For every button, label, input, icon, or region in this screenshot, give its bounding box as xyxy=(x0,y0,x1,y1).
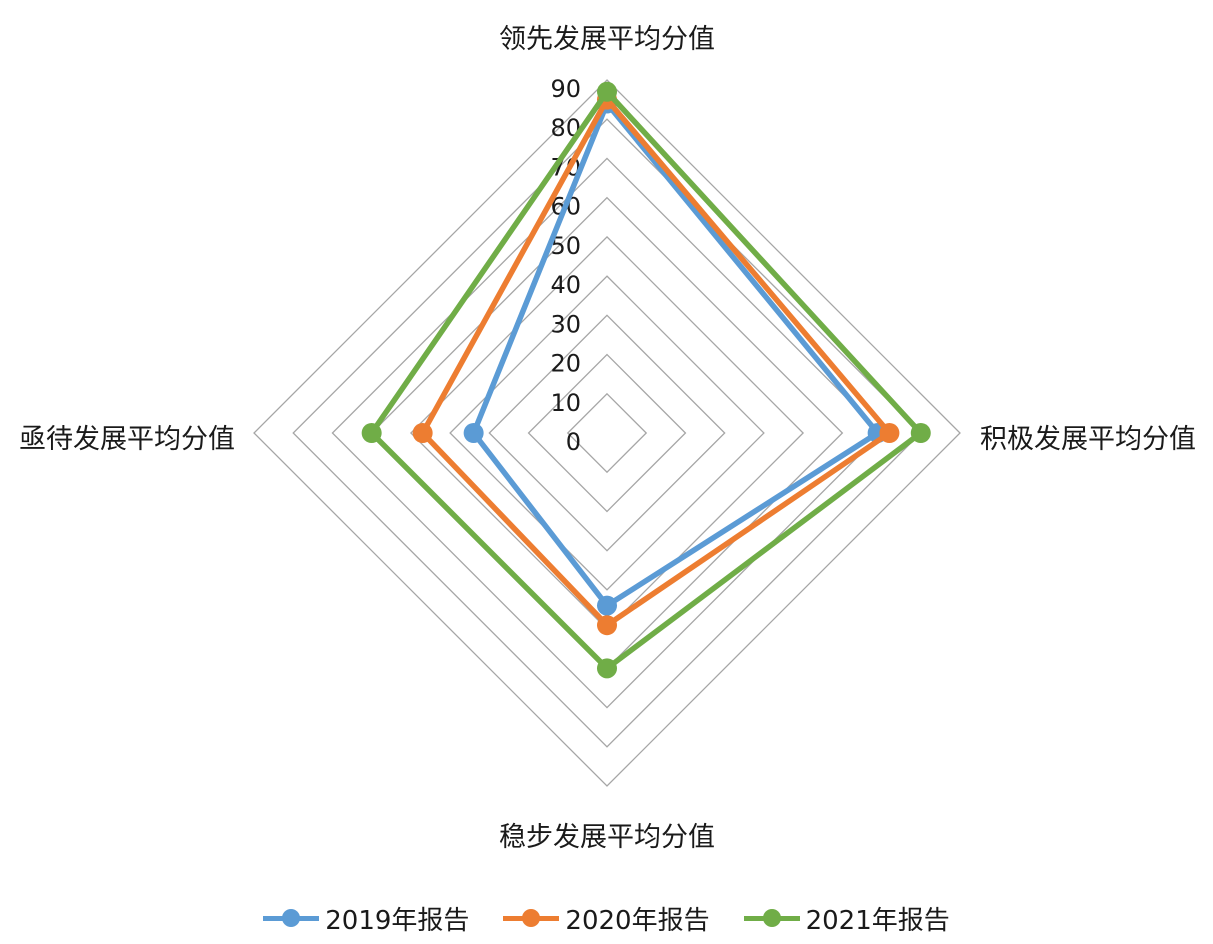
grid-ring xyxy=(331,157,883,709)
legend-marker-icon xyxy=(263,908,320,928)
tick-label: 30 xyxy=(550,310,581,338)
grid-ring xyxy=(253,79,961,787)
tick-label: 10 xyxy=(550,389,581,417)
data-point[interactable] xyxy=(463,423,484,443)
grid-ring xyxy=(488,314,726,552)
tick-label: 40 xyxy=(550,271,581,299)
grid-ring xyxy=(449,275,765,591)
radar-grid xyxy=(253,79,961,787)
tick-label: 90 xyxy=(550,75,581,103)
data-point[interactable] xyxy=(910,423,931,443)
legend-label: 2021年报告 xyxy=(805,905,950,936)
tick-label: 20 xyxy=(550,350,581,378)
legend-item-2019[interactable]: 2019年报告 xyxy=(263,900,469,937)
legend-item-2021[interactable]: 2021年报告 xyxy=(743,900,950,937)
legend: 2019年报告 2020年报告 2021年报告 xyxy=(0,895,1213,941)
series-1 xyxy=(412,89,900,636)
legend-marker-icon xyxy=(503,908,560,928)
data-point[interactable] xyxy=(412,423,433,443)
data-point[interactable] xyxy=(597,615,617,636)
grid-ring xyxy=(527,353,687,513)
data-point[interactable] xyxy=(597,658,617,679)
axis-label-right: 积极发展平均分值 xyxy=(980,424,1196,455)
axis-label-bottom: 稳步发展平均分值 xyxy=(499,822,715,853)
radar-series xyxy=(361,81,931,679)
data-point[interactable] xyxy=(597,81,617,102)
axis-labels: 领先发展平均分值 积极发展平均分值 稳步发展平均分值 亟待发展平均分值 xyxy=(19,24,1196,853)
tick-label: 0 xyxy=(566,428,581,456)
legend-item-2020[interactable]: 2020年报告 xyxy=(503,900,710,937)
legend-label: 2019年报告 xyxy=(325,905,470,936)
grid-ring xyxy=(292,118,922,748)
data-point[interactable] xyxy=(597,595,617,616)
legend-marker-icon xyxy=(743,908,800,928)
axis-label-left: 亟待发展平均分值 xyxy=(19,424,235,455)
legend-label: 2020年报告 xyxy=(565,905,710,936)
data-point[interactable] xyxy=(879,423,900,443)
data-point[interactable] xyxy=(361,423,382,443)
series-2 xyxy=(361,81,931,679)
axis-label-top: 领先发展平均分值 xyxy=(499,24,715,55)
grid-ring xyxy=(566,392,648,474)
